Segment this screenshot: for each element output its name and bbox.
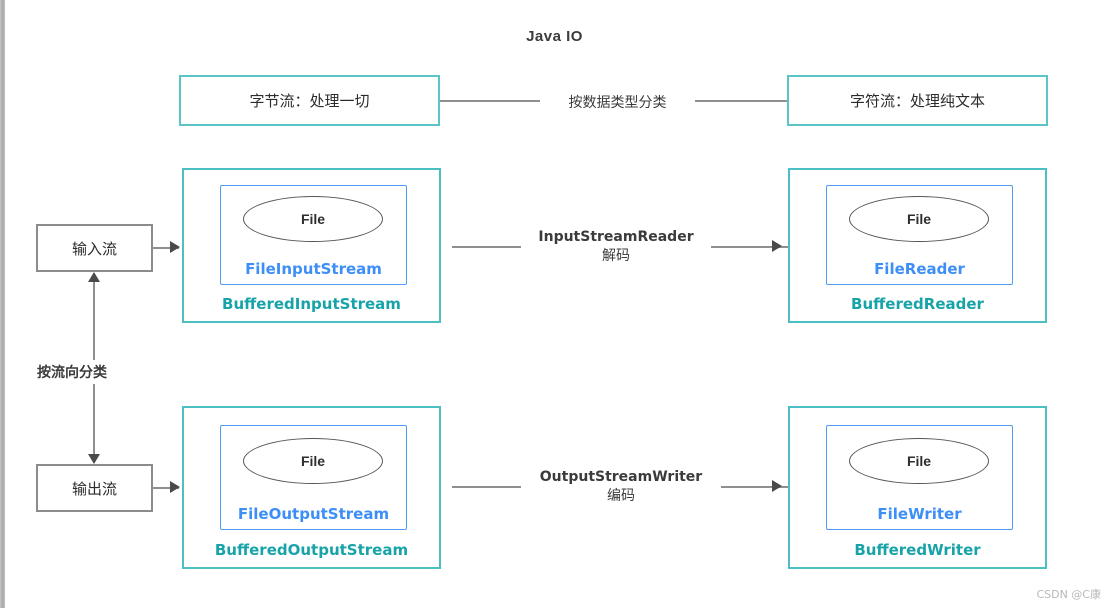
flow-direction-arrow-up-icon [88,272,100,282]
file-node-label: File [906,211,932,227]
output-stream-node[interactable]: 输出流 [36,464,153,512]
file-node-label: File [300,211,326,227]
file-input-stream-box[interactable]: File FileInputStream [220,185,407,285]
output-to-buffered-line [153,487,179,489]
output-stream-writer-arrow-icon [772,480,782,492]
page-title: Java IO [526,28,583,45]
output-to-buffered-arrow-icon [170,481,180,493]
character-stream-box[interactable]: 字符流：处理纯文本 [787,75,1048,126]
input-to-buffered-arrow-icon [170,241,180,253]
output-stream-writer-cn: 编码 [607,488,635,504]
left-scrollbar-rail[interactable] [0,0,5,608]
file-output-stream-box[interactable]: File FileOutputStream [220,425,407,530]
input-stream-reader-label: InputStreamReader 解码 [521,228,711,266]
flow-direction-arrow-down-icon [88,454,100,464]
buffered-reader-box[interactable]: File FileReader BufferedReader [788,168,1047,323]
file-node-label: File [300,453,326,469]
file-output-stream-label: FileOutputStream [237,505,390,523]
file-input-stream-label: FileInputStream [245,260,382,278]
buffered-reader-label: BufferedReader [851,295,984,313]
output-stream-writer-label: OutputStreamWriter 编码 [521,468,721,506]
byte-stream-box[interactable]: 字节流：处理一切 [179,75,440,126]
flow-direction-label: 按流向分类 [34,360,110,384]
file-writer-label: FileWriter [877,505,962,523]
buffered-output-stream-box[interactable]: File FileOutputStream BufferedOutputStre… [182,406,441,569]
file-node-writer[interactable]: File [849,438,989,484]
file-node-output-stream[interactable]: File [243,438,383,484]
buffered-writer-label: BufferedWriter [854,541,981,559]
file-node-label: File [906,453,932,469]
file-reader-box[interactable]: File FileReader [826,185,1013,285]
input-stream-reader-arrow-icon [772,240,782,252]
buffered-output-stream-label: BufferedOutputStream [214,541,409,559]
file-writer-box[interactable]: File FileWriter [826,425,1013,530]
watermark: CSDN @C康 [1036,588,1101,601]
file-node-reader[interactable]: File [849,196,989,242]
file-reader-label: FileReader [874,260,965,278]
file-node-input-stream[interactable]: File [243,196,383,242]
input-stream-reader-cn: 解码 [602,248,630,264]
buffered-writer-box[interactable]: File FileWriter BufferedWriter [788,406,1047,569]
input-stream-node[interactable]: 输入流 [36,224,153,272]
output-stream-label: 输出流 [71,479,117,498]
top-connector-label: 按数据类型分类 [540,92,695,112]
byte-stream-label: 字节流：处理一切 [249,92,370,110]
input-to-buffered-line [153,247,179,249]
input-stream-reader-en: InputStreamReader [538,229,694,245]
output-stream-writer-en: OutputStreamWriter [539,469,703,485]
buffered-input-stream-label: BufferedInputStream [222,295,401,313]
input-stream-label: 输入流 [71,239,117,258]
buffered-input-stream-box[interactable]: File FileInputStream BufferedInputStream [182,168,441,323]
character-stream-label: 字符流：处理纯文本 [849,92,985,110]
